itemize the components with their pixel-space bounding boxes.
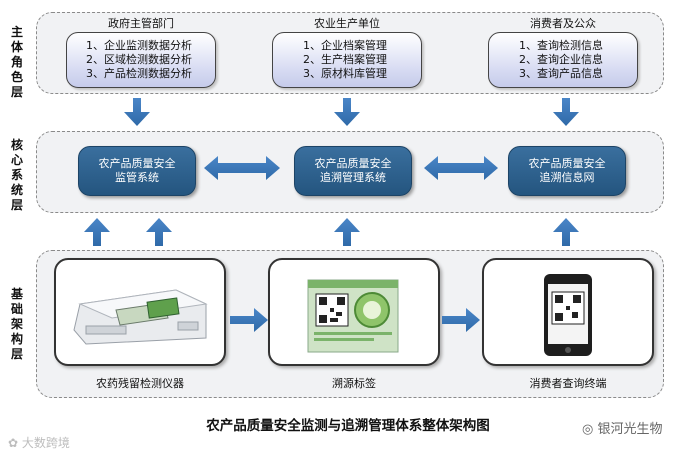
arrow-down-producer	[334, 98, 360, 126]
arrow-right-base-1	[230, 308, 268, 332]
role-item: 3、原材料库管理	[303, 67, 387, 80]
device-label-traceability-label: 溯源标签	[332, 377, 376, 390]
watermark-right: ◎ 银河光生物	[582, 418, 663, 437]
system-line2: 监管系统	[115, 171, 159, 184]
figure-caption: 农产品质量安全监测与追溯管理体系整体架构图	[206, 418, 490, 434]
role-item: 1、企业档案管理	[303, 39, 387, 52]
qr-label-icon	[307, 279, 399, 353]
role-box-consumer: 1、查询检测信息 2、查询企业信息 3、查询产品信息	[488, 32, 638, 88]
system-line2: 追溯信息网	[539, 171, 595, 184]
role-title-government: 政府主管部门	[108, 17, 174, 30]
system-line1: 农产品质量安全	[528, 157, 606, 170]
device-label-consumer-terminal: 消费者查询终端	[529, 377, 607, 390]
device-box-pesticide-detector	[54, 258, 226, 366]
traceability-label-box	[268, 258, 440, 366]
arrow-up-label	[334, 218, 360, 246]
role-item: 3、产品检测数据分析	[86, 67, 192, 80]
system-line1: 农产品质量安全	[314, 157, 392, 170]
core-layer-label: 核心系统层	[10, 138, 23, 212]
system-supervision: 农产品质量安全 监管系统	[78, 146, 196, 196]
arrow-down-government	[124, 98, 150, 126]
wechat-icon: ◎	[582, 422, 594, 437]
system-line2: 追溯管理系统	[320, 171, 386, 184]
base-layer-label: 基础架构层	[10, 287, 23, 361]
role-box-producer: 1、企业档案管理 2、生产档案管理 3、原材料库管理	[272, 32, 422, 88]
role-item: 1、企业监测数据分析	[86, 39, 192, 52]
pesticide-detector-icon	[73, 289, 208, 345]
consumer-terminal-box	[482, 258, 654, 366]
watermark-left: ✿ 大数跨境	[8, 434, 70, 451]
system-traceability-management: 农产品质量安全 追溯管理系统	[294, 146, 412, 196]
arrow-up-detector-1	[84, 218, 110, 246]
device-label-pesticide-detector: 农药残留检测仪器	[96, 377, 184, 390]
arrow-up-terminal	[553, 218, 579, 246]
watermark-left-text: 大数跨境	[21, 436, 70, 450]
smartphone-icon	[544, 274, 592, 356]
role-item: 1、查询检测信息	[519, 39, 603, 52]
role-title-consumer: 消费者及公众	[530, 17, 596, 30]
role-item: 2、生产档案管理	[303, 53, 387, 66]
arrow-bidirectional-2	[424, 156, 498, 180]
role-item: 3、查询产品信息	[519, 67, 603, 80]
role-box-government: 1、企业监测数据分析 2、区域检测数据分析 3、产品检测数据分析	[66, 32, 216, 88]
weibo-icon: ✿	[8, 436, 19, 450]
arrow-up-detector-2	[146, 218, 172, 246]
subject-layer-label: 主体角色层	[10, 25, 23, 99]
system-line1: 农产品质量安全	[98, 157, 176, 170]
system-traceability-info-network: 农产品质量安全 追溯信息网	[508, 146, 626, 196]
arrow-down-consumer	[553, 98, 579, 126]
arrow-bidirectional-1	[204, 156, 280, 180]
arrow-right-base-2	[442, 308, 480, 332]
role-item: 2、查询企业信息	[519, 53, 603, 66]
role-item: 2、区域检测数据分析	[86, 53, 192, 66]
watermark-right-text: 银河光生物	[597, 422, 663, 437]
role-title-producer: 农业生产单位	[314, 17, 380, 30]
